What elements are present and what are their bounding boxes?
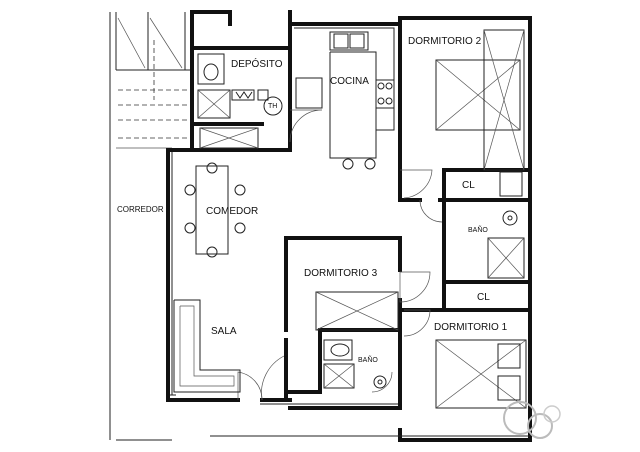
dormitorio2-room: DORMITORIO 2 CL	[408, 29, 525, 197]
closet2-label: CL	[462, 180, 475, 191]
corredor-label: CORREDOR	[117, 205, 164, 214]
dormitorio1-room: DORMITORIO 1 CL	[434, 292, 527, 409]
exterior-walls	[166, 10, 532, 442]
bano2-label: BAÑO	[358, 355, 378, 364]
comedor-dining: COMEDOR	[184, 162, 258, 258]
dormitorio1-label: DORMITORIO 1	[434, 322, 508, 333]
dormitorio3-room: DORMITORIO 3	[304, 268, 399, 331]
comedor-label: COMEDOR	[206, 206, 258, 217]
deposito-label: DEPÓSITO	[231, 57, 283, 70]
doors	[237, 109, 443, 401]
sala-living: SALA	[173, 299, 241, 393]
dormitorio3-label: DORMITORIO 3	[304, 268, 378, 279]
sala-label: SALA	[211, 326, 237, 337]
bano1-label: BAÑO	[468, 225, 488, 234]
bathroom-center: BAÑO	[323, 339, 387, 389]
watermark-seal	[503, 401, 561, 439]
cocina-room: COCINA	[294, 27, 395, 170]
cocina-label: COCINA	[330, 76, 369, 87]
deposito-room: TH DEPÓSITO	[197, 53, 283, 149]
bathroom-right: BAÑO	[468, 210, 525, 279]
closet1-label: CL	[477, 292, 490, 303]
termo-label: TH	[268, 103, 277, 110]
corridor-area	[109, 12, 190, 441]
dormitorio2-label: DORMITORIO 2	[408, 36, 482, 47]
